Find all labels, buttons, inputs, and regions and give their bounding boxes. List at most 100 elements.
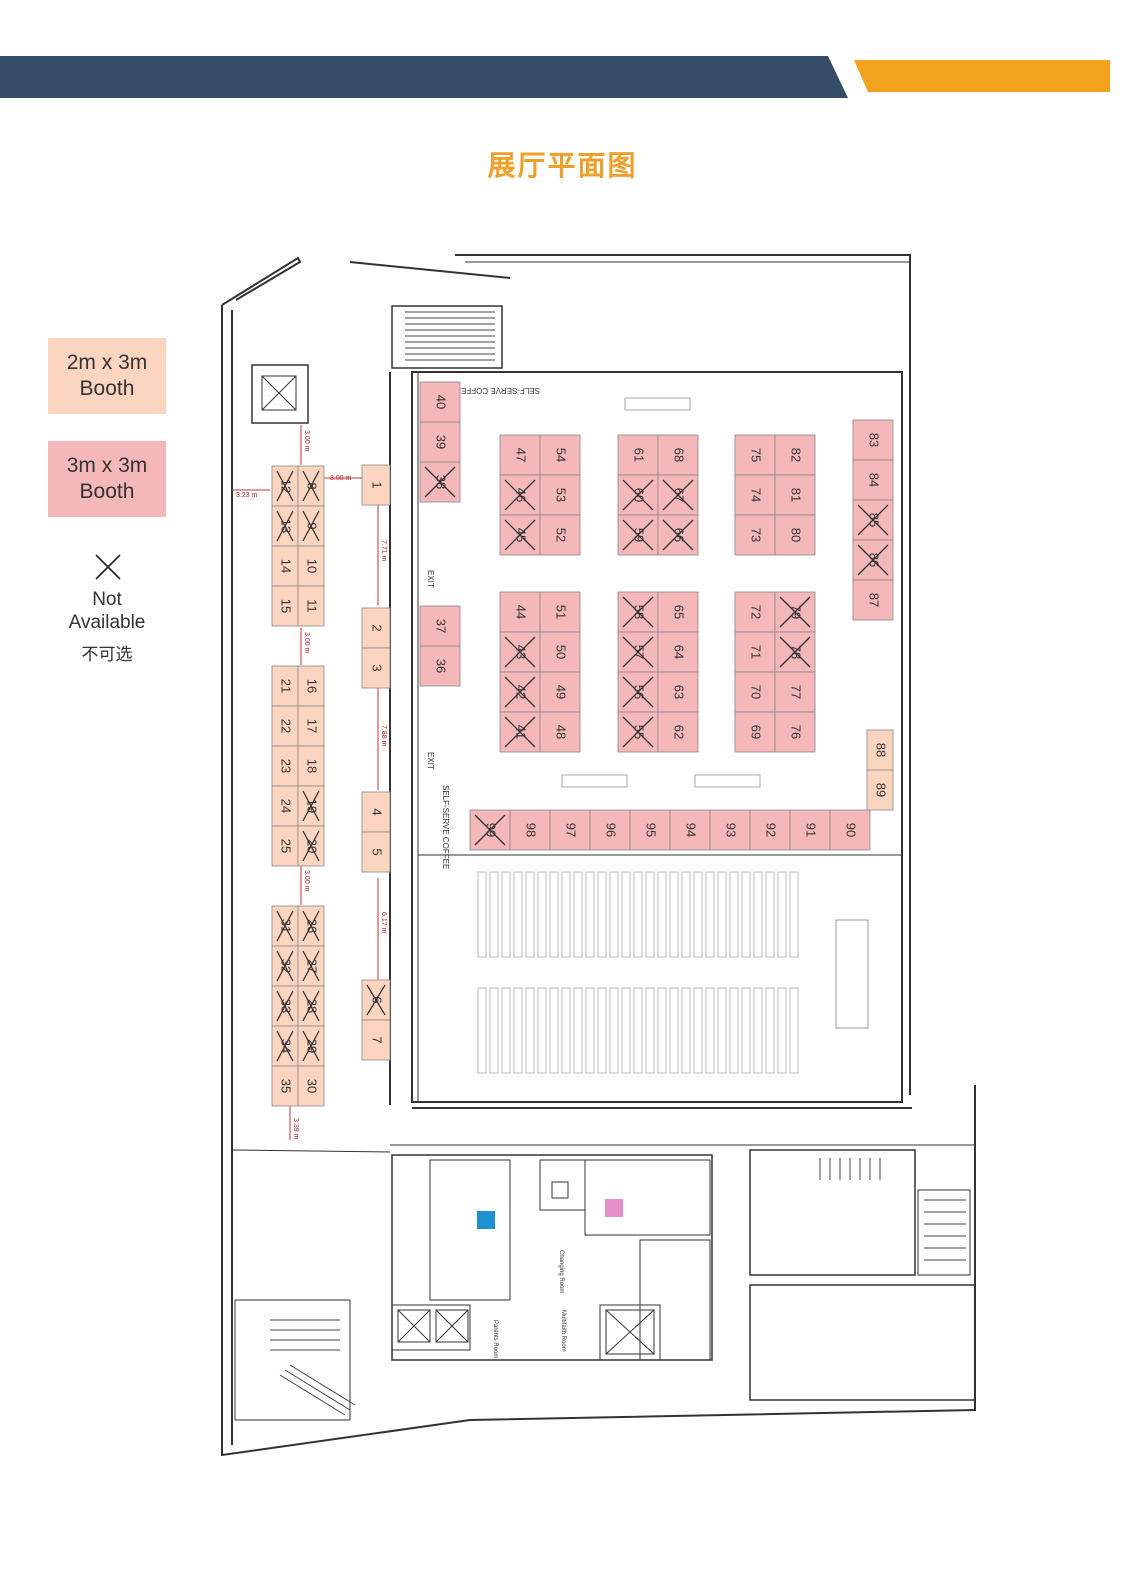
booth-rect[interactable] bbox=[271, 665, 299, 707]
booth-73[interactable]: 73 bbox=[734, 514, 776, 556]
booth-93[interactable]: 93 bbox=[709, 809, 751, 851]
booth-14[interactable]: 14 bbox=[271, 545, 299, 587]
booth-rect[interactable] bbox=[297, 545, 325, 587]
booth-26[interactable]: 26 bbox=[297, 905, 325, 947]
booth-25[interactable]: 25 bbox=[271, 825, 299, 867]
booth-87[interactable]: 87 bbox=[852, 579, 894, 621]
booth-35[interactable]: 35 bbox=[271, 1065, 299, 1107]
booth-29[interactable]: 29 bbox=[297, 1025, 325, 1067]
booth-72[interactable]: 72 bbox=[734, 591, 776, 633]
booth-85[interactable]: 85 bbox=[852, 499, 894, 541]
booth-1[interactable]: 1 bbox=[361, 464, 391, 506]
booth-81[interactable]: 81 bbox=[774, 474, 816, 516]
booth-rect[interactable] bbox=[361, 464, 391, 506]
booth-rect[interactable] bbox=[669, 809, 711, 851]
booth-75[interactable]: 75 bbox=[734, 434, 776, 476]
booth-17[interactable]: 17 bbox=[297, 705, 325, 747]
booth-rect[interactable] bbox=[774, 514, 816, 556]
booth-rect[interactable] bbox=[539, 631, 581, 673]
booth-3[interactable]: 3 bbox=[361, 647, 391, 689]
booth-rect[interactable] bbox=[852, 419, 894, 461]
booth-99[interactable]: 99 bbox=[469, 809, 511, 851]
booth-96[interactable]: 96 bbox=[589, 809, 631, 851]
booth-61[interactable]: 61 bbox=[617, 434, 659, 476]
booth-rect[interactable] bbox=[852, 459, 894, 501]
booth-rect[interactable] bbox=[271, 905, 299, 947]
booth-rect[interactable] bbox=[829, 809, 871, 851]
booth-9[interactable]: 9 bbox=[297, 505, 325, 547]
booth-78[interactable]: 78 bbox=[774, 631, 816, 673]
booth-rect[interactable] bbox=[297, 665, 325, 707]
booth-15[interactable]: 15 bbox=[271, 585, 299, 627]
booth-68[interactable]: 68 bbox=[657, 434, 699, 476]
booth-rect[interactable] bbox=[361, 791, 391, 833]
booth-83[interactable]: 83 bbox=[852, 419, 894, 461]
booth-rect[interactable] bbox=[657, 671, 699, 713]
booth-80[interactable]: 80 bbox=[774, 514, 816, 556]
booth-rect[interactable] bbox=[629, 809, 671, 851]
booth-rect[interactable] bbox=[852, 579, 894, 621]
booth-79[interactable]: 79 bbox=[774, 591, 816, 633]
booth-33[interactable]: 33 bbox=[271, 985, 299, 1027]
booth-55[interactable]: 55 bbox=[617, 711, 659, 753]
booth-rect[interactable] bbox=[419, 381, 461, 423]
booth-89[interactable]: 89 bbox=[866, 769, 894, 811]
booth-rect[interactable] bbox=[657, 434, 699, 476]
booth-37[interactable]: 37 bbox=[419, 605, 461, 647]
booth-45[interactable]: 45 bbox=[499, 514, 541, 556]
booth-16[interactable]: 16 bbox=[297, 665, 325, 707]
booth-rect[interactable] bbox=[419, 421, 461, 463]
booth-38[interactable]: 38 bbox=[419, 461, 461, 503]
booth-98[interactable]: 98 bbox=[509, 809, 551, 851]
booth-41[interactable]: 41 bbox=[499, 711, 541, 753]
booth-rect[interactable] bbox=[271, 825, 299, 867]
booth-rect[interactable] bbox=[297, 705, 325, 747]
booth-53[interactable]: 53 bbox=[539, 474, 581, 516]
booth-62[interactable]: 62 bbox=[657, 711, 699, 753]
booth-36[interactable]: 36 bbox=[419, 645, 461, 687]
booth-31[interactable]: 31 bbox=[271, 905, 299, 947]
booth-64[interactable]: 64 bbox=[657, 631, 699, 673]
booth-32[interactable]: 32 bbox=[271, 945, 299, 987]
booth-90[interactable]: 90 bbox=[829, 809, 871, 851]
booth-49[interactable]: 49 bbox=[539, 671, 581, 713]
booth-92[interactable]: 92 bbox=[749, 809, 791, 851]
booth-69[interactable]: 69 bbox=[734, 711, 776, 753]
booth-rect[interactable] bbox=[361, 607, 391, 649]
booth-rect[interactable] bbox=[271, 745, 299, 787]
booth-rect[interactable] bbox=[361, 1019, 391, 1061]
booth-rect[interactable] bbox=[361, 647, 391, 689]
booth-20[interactable]: 20 bbox=[297, 825, 325, 867]
booth-rect[interactable] bbox=[549, 809, 591, 851]
booth-rect[interactable] bbox=[657, 711, 699, 753]
booth-43[interactable]: 43 bbox=[499, 631, 541, 673]
booth-27[interactable]: 27 bbox=[297, 945, 325, 987]
booth-rect[interactable] bbox=[509, 809, 551, 851]
booth-47[interactable]: 47 bbox=[499, 434, 541, 476]
booth-82[interactable]: 82 bbox=[774, 434, 816, 476]
booth-rect[interactable] bbox=[539, 514, 581, 556]
booth-21[interactable]: 21 bbox=[271, 665, 299, 707]
booth-rect[interactable] bbox=[866, 769, 894, 811]
booth-54[interactable]: 54 bbox=[539, 434, 581, 476]
booth-91[interactable]: 91 bbox=[789, 809, 831, 851]
booth-28[interactable]: 28 bbox=[297, 985, 325, 1027]
booth-rect[interactable] bbox=[774, 711, 816, 753]
booth-51[interactable]: 51 bbox=[539, 591, 581, 633]
booth-rect[interactable] bbox=[499, 591, 541, 633]
booth-rect[interactable] bbox=[539, 434, 581, 476]
booth-rect[interactable] bbox=[657, 631, 699, 673]
booth-rect[interactable] bbox=[709, 809, 751, 851]
booth-57[interactable]: 57 bbox=[617, 631, 659, 673]
booth-24[interactable]: 24 bbox=[271, 785, 299, 827]
booth-23[interactable]: 23 bbox=[271, 745, 299, 787]
booth-5[interactable]: 5 bbox=[361, 831, 391, 873]
booth-2[interactable]: 2 bbox=[361, 607, 391, 649]
booth-58[interactable]: 58 bbox=[617, 591, 659, 633]
booth-rect[interactable] bbox=[789, 809, 831, 851]
booth-19[interactable]: 19 bbox=[297, 785, 325, 827]
booth-11[interactable]: 11 bbox=[297, 585, 325, 627]
booth-30[interactable]: 30 bbox=[297, 1065, 325, 1107]
booth-40[interactable]: 40 bbox=[419, 381, 461, 423]
booth-56[interactable]: 56 bbox=[617, 671, 659, 713]
